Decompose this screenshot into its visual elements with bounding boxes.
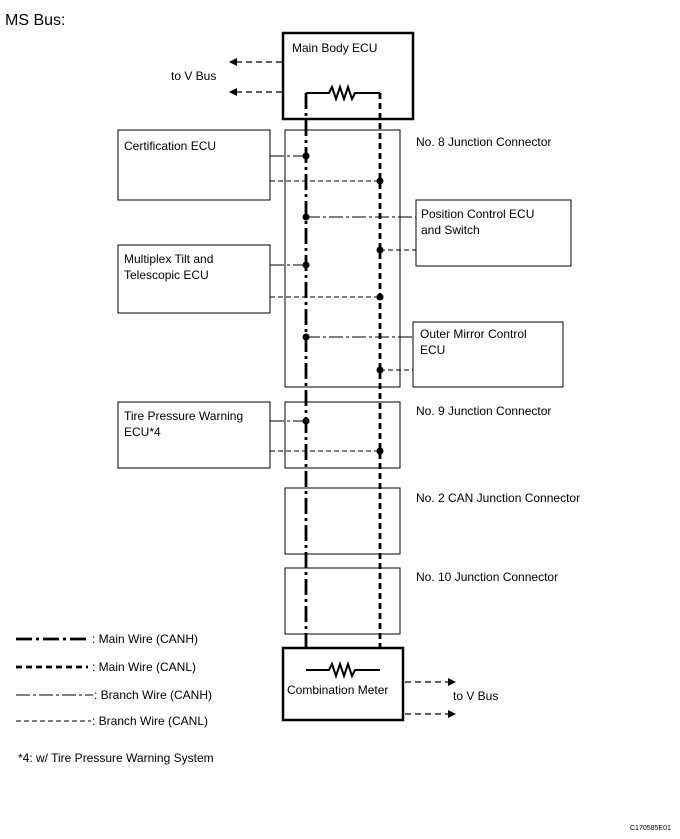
to-v-bus-lower-label: to V Bus <box>453 689 498 703</box>
branch-wires-canh <box>270 155 416 422</box>
junction-no10: No. 10 Junction Connector <box>284 567 558 635</box>
tire-pressure-ecu-label-line2: ECU*4 <box>124 425 161 439</box>
combination-meter-label: Combination Meter <box>287 683 388 697</box>
junction-no2-can: No. 2 CAN Junction Connector <box>284 487 580 555</box>
legend-branch-canl: : Branch Wire (CANL) <box>92 714 208 728</box>
tire-pressure-ecu-label-line1: Tire Pressure Warning <box>124 409 243 423</box>
legend-branch-canh: : Branch Wire (CANH) <box>94 688 212 702</box>
legend-main-canh: : Main Wire (CANH) <box>92 632 198 646</box>
main-body-ecu-label: Main Body ECU <box>292 41 377 55</box>
junction-no8: No. 8 Junction Connector <box>284 129 551 388</box>
junction-no9-label: No. 9 Junction Connector <box>416 404 551 418</box>
diagram-title: MS Bus: <box>5 12 65 29</box>
position-control-ecu-label-line1: Position Control ECU <box>421 207 534 221</box>
legend: : Main Wire (CANH) : Main Wire (CANL) : … <box>16 632 212 728</box>
junction-no10-label: No. 10 Junction Connector <box>416 570 558 584</box>
outer-mirror-ecu-label-line2: ECU <box>420 343 445 357</box>
junction-dots <box>302 152 384 455</box>
legend-main-canl: : Main Wire (CANL) <box>92 660 196 674</box>
junction-no8-label: No. 8 Junction Connector <box>416 135 551 149</box>
to-v-bus-upper-label: to V Bus <box>171 69 216 83</box>
footnote: *4: w/ Tire Pressure Warning System <box>18 751 214 765</box>
certification-ecu: Certification ECU <box>117 129 271 201</box>
branch-wires-canl <box>270 180 416 452</box>
junction-no9: No. 9 Junction Connector <box>284 401 551 469</box>
combination-meter: Combination Meter <box>281 646 405 722</box>
to-v-bus-upper: to V Bus <box>171 58 282 96</box>
junction-no2-can-label: No. 2 CAN Junction Connector <box>416 491 580 505</box>
multiplex-tilt-ecu-label-line1: Multiplex Tilt and <box>124 252 213 266</box>
multiplex-tilt-ecu-label-line2: Telescopic ECU <box>124 268 209 282</box>
outer-mirror-ecu-label-line1: Outer Mirror Control <box>420 327 527 341</box>
position-control-ecu-label-line2: and Switch <box>421 223 480 237</box>
multiplex-tilt-ecu: Multiplex Tilt and Telescopic ECU <box>117 244 271 314</box>
position-control-ecu: Position Control ECU and Switch <box>415 199 572 267</box>
tire-pressure-warning-ecu: Tire Pressure Warning ECU*4 <box>117 401 271 469</box>
main-body-resistor <box>306 83 380 103</box>
outer-mirror-control-ecu: Outer Mirror Control ECU <box>412 321 564 388</box>
to-v-bus-lower: to V Bus <box>405 678 498 718</box>
figure-code: C170585E01 <box>630 825 671 832</box>
main-body-ecu: Main Body ECU <box>281 31 415 121</box>
combination-meter-resistor <box>306 660 380 680</box>
certification-ecu-label: Certification ECU <box>124 139 216 153</box>
